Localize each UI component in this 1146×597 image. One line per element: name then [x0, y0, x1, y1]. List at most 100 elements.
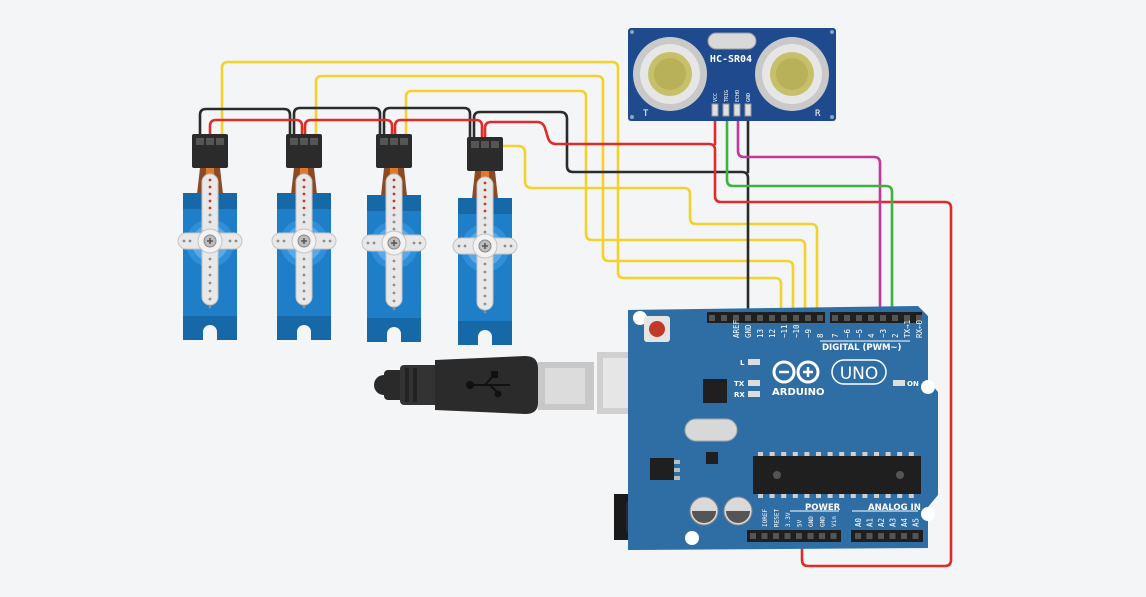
mount-hole	[921, 380, 935, 394]
receiver-transducer	[755, 37, 829, 111]
digital-pin-label: ~6	[843, 328, 852, 338]
wire-echo-to-pin2[interactable]	[725, 116, 894, 316]
digital-pin-label: 13	[756, 329, 765, 338]
header-hole[interactable]	[856, 315, 862, 321]
header-hole[interactable]	[904, 315, 910, 321]
small-chip	[706, 452, 718, 464]
header-hole[interactable]	[750, 533, 756, 539]
header-hole[interactable]	[916, 315, 922, 321]
header-hole[interactable]	[796, 533, 802, 539]
mount-hole	[633, 311, 647, 325]
header-hole[interactable]	[889, 533, 896, 539]
wire-servo2-power[interactable]	[303, 118, 394, 137]
header-hole[interactable]	[866, 533, 873, 539]
sensor-model-label: HC-SR04	[710, 54, 752, 65]
header-hole[interactable]	[733, 315, 739, 321]
digital-pin-label: TX→1	[903, 320, 912, 338]
brand-label: ARDUINO	[772, 387, 824, 398]
header-hole[interactable]	[878, 533, 884, 539]
capacitor	[689, 496, 719, 526]
wire-servo3-power[interactable]	[393, 118, 484, 140]
header-hole[interactable]	[781, 315, 787, 321]
wire-servo1-ground[interactable]	[198, 107, 292, 137]
header-hole[interactable]	[773, 533, 779, 539]
wires	[198, 60, 953, 568]
analog-title: ANALOG IN	[868, 503, 921, 513]
wire-servo2-signal-to-pin10[interactable]	[314, 74, 795, 316]
analog-pin-label: A3	[889, 518, 898, 527]
header-hole[interactable]	[892, 315, 898, 321]
digital-header-right[interactable]	[830, 312, 922, 323]
sensor-recv-mark: R	[815, 109, 821, 119]
wire-trig-to-pin3[interactable]	[736, 116, 882, 316]
header-hole[interactable]	[880, 315, 886, 321]
ultrasonic-sensor[interactable]: HC-SR04 T R VCC TRIG ECHO GND	[628, 28, 836, 121]
wire-servo4-ground-to-gnd[interactable]	[472, 110, 750, 316]
header-hole[interactable]	[855, 533, 861, 539]
led-on	[893, 380, 905, 386]
servo-motor[interactable]	[452, 137, 518, 345]
servo-horn[interactable]	[271, 173, 337, 309]
servo-horn[interactable]	[452, 176, 518, 314]
servo-motor[interactable]	[361, 134, 427, 342]
header-hole[interactable]	[761, 533, 768, 539]
header-hole[interactable]	[830, 533, 837, 539]
arduino-logo-icon	[772, 360, 820, 384]
servo-motor[interactable]	[271, 134, 337, 340]
power-header[interactable]	[747, 530, 841, 542]
reset-button[interactable]	[644, 316, 670, 342]
header-hole[interactable]	[817, 315, 823, 321]
servo-horn[interactable]	[361, 173, 427, 311]
digital-pin-label: RX←0	[915, 319, 924, 338]
header-hole[interactable]	[805, 315, 811, 321]
header-hole[interactable]	[844, 315, 850, 321]
wire-servo3-ground[interactable]	[382, 106, 472, 140]
header-hole[interactable]	[807, 533, 814, 539]
wire-servo4-signal-to-pin8[interactable]	[494, 144, 819, 316]
led-l	[748, 359, 760, 365]
servo-group	[177, 134, 518, 345]
sensor-pin-echo-label: ECHO	[735, 90, 741, 102]
header-hole[interactable]	[709, 315, 715, 321]
digital-header-left[interactable]	[707, 312, 825, 323]
sensor-pins[interactable]	[711, 103, 752, 117]
header-hole[interactable]	[721, 315, 727, 321]
wire-servo3-signal-to-pin9[interactable]	[404, 89, 807, 316]
wire-servo2-ground[interactable]	[292, 106, 382, 137]
power-pin-label: IOREF	[762, 509, 769, 527]
wire-servo1-signal-to-pin11[interactable]	[220, 60, 783, 316]
header-hole[interactable]	[757, 315, 763, 321]
usb-icon	[466, 371, 510, 398]
header-hole[interactable]	[868, 315, 874, 321]
sensor-pin-vcc-label: VCC	[713, 93, 719, 102]
sensor-pin-trig-label: TRIG	[724, 90, 730, 102]
header-hole[interactable]	[793, 315, 799, 321]
header-hole[interactable]	[769, 315, 775, 321]
header-hole[interactable]	[832, 315, 838, 321]
uno-badge	[831, 359, 887, 385]
digital-pwm-title: DIGITAL (PWM~)	[822, 343, 902, 353]
header-hole[interactable]	[901, 533, 907, 539]
power-pin-label: 3.3V	[785, 512, 792, 527]
analog-pin-label: A2	[877, 518, 886, 527]
led-rx-label: RX	[734, 391, 745, 399]
analog-header[interactable]	[851, 530, 923, 542]
mount-hole	[921, 507, 935, 521]
servo-motor[interactable]	[177, 134, 243, 340]
header-hole[interactable]	[745, 315, 751, 321]
digital-pin-label: ~5	[855, 329, 864, 338]
analog-pin-label: A5	[912, 518, 921, 527]
wire-servo4-power-to-5v[interactable]	[483, 120, 953, 568]
wire-servo1-power[interactable]	[208, 118, 304, 137]
analog-pin-label: A4	[900, 517, 909, 527]
header-hole[interactable]	[912, 533, 919, 539]
header-hole[interactable]	[819, 533, 825, 539]
power-pin-label: 5V	[797, 519, 804, 527]
header-hole[interactable]	[784, 533, 791, 539]
digital-pin-label: ~3	[879, 329, 888, 338]
servo-horn[interactable]	[177, 173, 243, 309]
transmitter-transducer	[633, 37, 707, 111]
power-pin-label: RESET	[774, 509, 781, 527]
